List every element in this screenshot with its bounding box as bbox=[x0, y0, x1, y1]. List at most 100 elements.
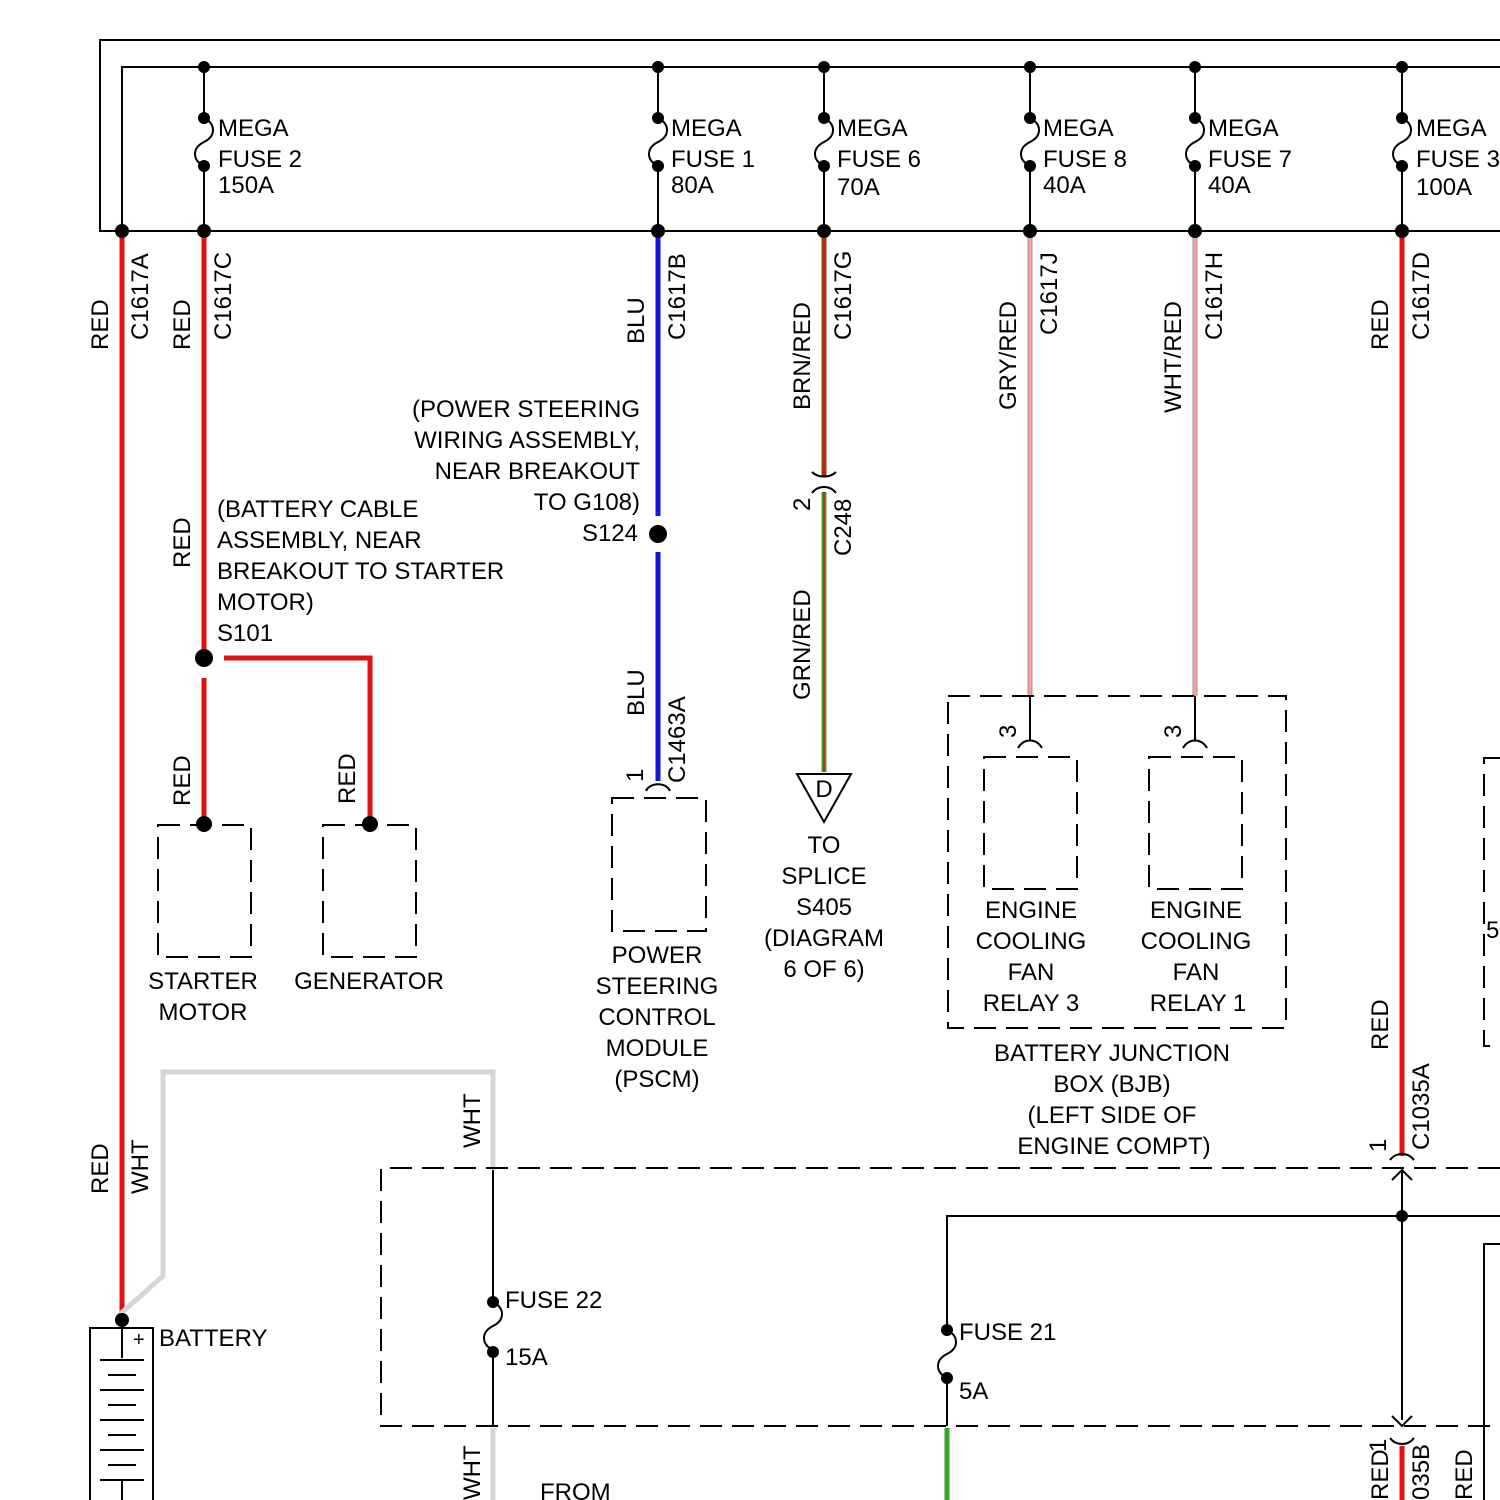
c248-pin: 2 bbox=[789, 498, 816, 511]
fuse22-label: FUSE 22 bbox=[505, 1287, 602, 1314]
cooling-fan-circuits: GRY/RED C1617J WHT/RED C1617H 3 ENGINE C… bbox=[948, 224, 1286, 1160]
battery-label: BATTERY bbox=[159, 1325, 267, 1352]
right-partial-label: 5 bbox=[1486, 917, 1499, 944]
fuse-2-circuit: RED C1617C RED (BATTERY CABLE ASSEMBLY, … bbox=[148, 224, 504, 1026]
mega-fuse-8 bbox=[1021, 61, 1039, 231]
bjb-box bbox=[948, 696, 1286, 1028]
battery-wire-red: RED bbox=[87, 1143, 114, 1194]
fuse-8-wire-color: GRY/RED bbox=[995, 301, 1022, 410]
s124-note-line4: TO G108) bbox=[534, 489, 640, 516]
c248-wire-color: GRN/RED bbox=[789, 589, 816, 700]
relay-3-box bbox=[984, 757, 1077, 889]
fuse-3-wire-color: RED bbox=[1367, 299, 1394, 350]
relay3-label-4: RELAY 3 bbox=[983, 990, 1080, 1017]
relay3-pin: 3 bbox=[995, 725, 1022, 738]
bjb-label-2: BOX (BJB) bbox=[1053, 1071, 1170, 1098]
c248-note-line1: TO bbox=[808, 832, 841, 859]
s124-note-line1: (POWER STEERING bbox=[412, 396, 640, 423]
bjb-label-4: ENGINE COMPT) bbox=[1017, 1133, 1210, 1160]
fuse-1-wire-color: BLU bbox=[623, 297, 650, 344]
starter-motor-box bbox=[158, 825, 251, 957]
battery-circuit: RED WHT + BATTERY bbox=[87, 1072, 493, 1500]
fuse-6-connector: C1617G bbox=[830, 251, 857, 340]
mega-fuse-1 bbox=[649, 61, 667, 231]
s124-id: S124 bbox=[582, 520, 638, 547]
c248-note-line2: SPLICE bbox=[781, 863, 866, 890]
fuse21-rating: 5A bbox=[959, 1378, 988, 1405]
fuse-7-line1: MEGA bbox=[1208, 115, 1279, 142]
fuse-2-rating: 150A bbox=[218, 172, 274, 199]
splice-s101-dot bbox=[195, 649, 213, 667]
fuse-7-line2: FUSE 7 bbox=[1208, 146, 1292, 173]
relay1-pin: 3 bbox=[1160, 725, 1187, 738]
fuse-6-circuit: BRN/RED C1617G 2 C248 GRN/RED D TO SPLIC… bbox=[764, 224, 884, 983]
bottom-wire-a: RED bbox=[1367, 1449, 1394, 1500]
fuse22-wire-bottom: WHT bbox=[459, 1445, 486, 1500]
from-text: FROM bbox=[540, 1479, 611, 1500]
mega-fuse-6 bbox=[815, 61, 833, 231]
fuse-1-line2: FUSE 1 bbox=[671, 146, 755, 173]
fuse-3-connector: C1617D bbox=[1408, 252, 1435, 340]
fuse-3-line1: MEGA bbox=[1416, 115, 1487, 142]
fuse22-wire-top: WHT bbox=[459, 1093, 486, 1148]
c248-note-line3: S405 bbox=[796, 894, 852, 921]
fuse-8-line2: FUSE 8 bbox=[1043, 146, 1127, 173]
c1035a-wire-color: RED bbox=[1367, 999, 1394, 1050]
pscm-wire-color: BLU bbox=[623, 669, 650, 716]
fuse-6-wire-color: BRN/RED bbox=[789, 302, 816, 410]
fuse-3-circuit: RED C1617D RED C1035A 1 bbox=[1365, 224, 1435, 1500]
starter-wire-color: RED bbox=[169, 755, 196, 806]
fuse-1-line1: MEGA bbox=[671, 115, 742, 142]
right-partial-component: 5 bbox=[1484, 758, 1500, 1046]
relay1-label-1: ENGINE bbox=[1150, 897, 1242, 924]
bottom-connector: 035B bbox=[1408, 1444, 1435, 1500]
c248-connector: C248 bbox=[830, 499, 857, 556]
c1035a-pin: 1 bbox=[1365, 1139, 1392, 1152]
feed-wire-color: RED bbox=[87, 299, 114, 350]
s101-note-line1: (BATTERY CABLE bbox=[217, 496, 418, 523]
generator-wire-color: RED bbox=[334, 753, 361, 804]
s124-note-line3: NEAR BREAKOUT bbox=[435, 458, 641, 485]
battery-wire-wht: WHT bbox=[127, 1139, 154, 1194]
relay1-label-2: COOLING bbox=[1141, 928, 1252, 955]
bottom-wire-b: RED bbox=[1451, 1449, 1478, 1500]
relay1-label-3: FAN bbox=[1173, 959, 1220, 986]
relay1-label-4: RELAY 1 bbox=[1150, 990, 1247, 1017]
mega-fuse-2 bbox=[195, 61, 213, 231]
bjb-label-3: (LEFT SIDE OF bbox=[1028, 1102, 1197, 1129]
fuse-3-rating: 100A bbox=[1416, 174, 1472, 201]
splice-s124-dot bbox=[649, 525, 667, 543]
pscm-label-4: MODULE bbox=[606, 1035, 709, 1062]
fuse-8-line1: MEGA bbox=[1043, 115, 1114, 142]
fuse-labels: MEGA FUSE 2 150A MEGA FUSE 1 80A MEGA FU… bbox=[218, 115, 1500, 201]
s101-note-line3: BREAKOUT TO STARTER bbox=[217, 558, 504, 585]
c248-note-line5: 6 OF 6) bbox=[783, 956, 864, 983]
top-fuse-box bbox=[100, 40, 1500, 231]
fuse-8-connector: C1617J bbox=[1036, 252, 1063, 335]
generator-label: GENERATOR bbox=[294, 968, 444, 995]
fuse-6-line1: MEGA bbox=[837, 115, 908, 142]
fuse-2-line1: MEGA bbox=[218, 115, 289, 142]
pscm-box bbox=[612, 798, 706, 931]
starter-label-1: STARTER bbox=[148, 968, 258, 995]
c248-symbol: D bbox=[815, 776, 832, 803]
fuse-2-connector: C1617C bbox=[210, 252, 237, 340]
fuse-1-rating: 80A bbox=[671, 172, 714, 199]
mega-fuse-3 bbox=[1393, 61, 1411, 231]
fuse22-rating: 15A bbox=[505, 1344, 548, 1371]
fuse-6-line2: FUSE 6 bbox=[837, 146, 921, 173]
relay3-label-1: ENGINE bbox=[985, 897, 1077, 924]
s101-wire-color: RED bbox=[169, 517, 196, 568]
pscm-pin: 1 bbox=[622, 769, 649, 782]
c1035a-connector: C1035A bbox=[1408, 1063, 1435, 1150]
pscm-label-3: CONTROL bbox=[598, 1004, 715, 1031]
fuse-1-connector: C1617B bbox=[664, 253, 691, 340]
mega-fuse-7 bbox=[1186, 61, 1204, 231]
fuse-7-wire-color: WHT/RED bbox=[1160, 301, 1187, 413]
relay3-label-2: COOLING bbox=[976, 928, 1087, 955]
pscm-label-1: POWER bbox=[612, 942, 703, 969]
pscm-label-2: STEERING bbox=[596, 973, 719, 1000]
fuse-3-line2: FUSE 3 bbox=[1416, 146, 1500, 173]
fuse21-label: FUSE 21 bbox=[959, 1319, 1056, 1346]
